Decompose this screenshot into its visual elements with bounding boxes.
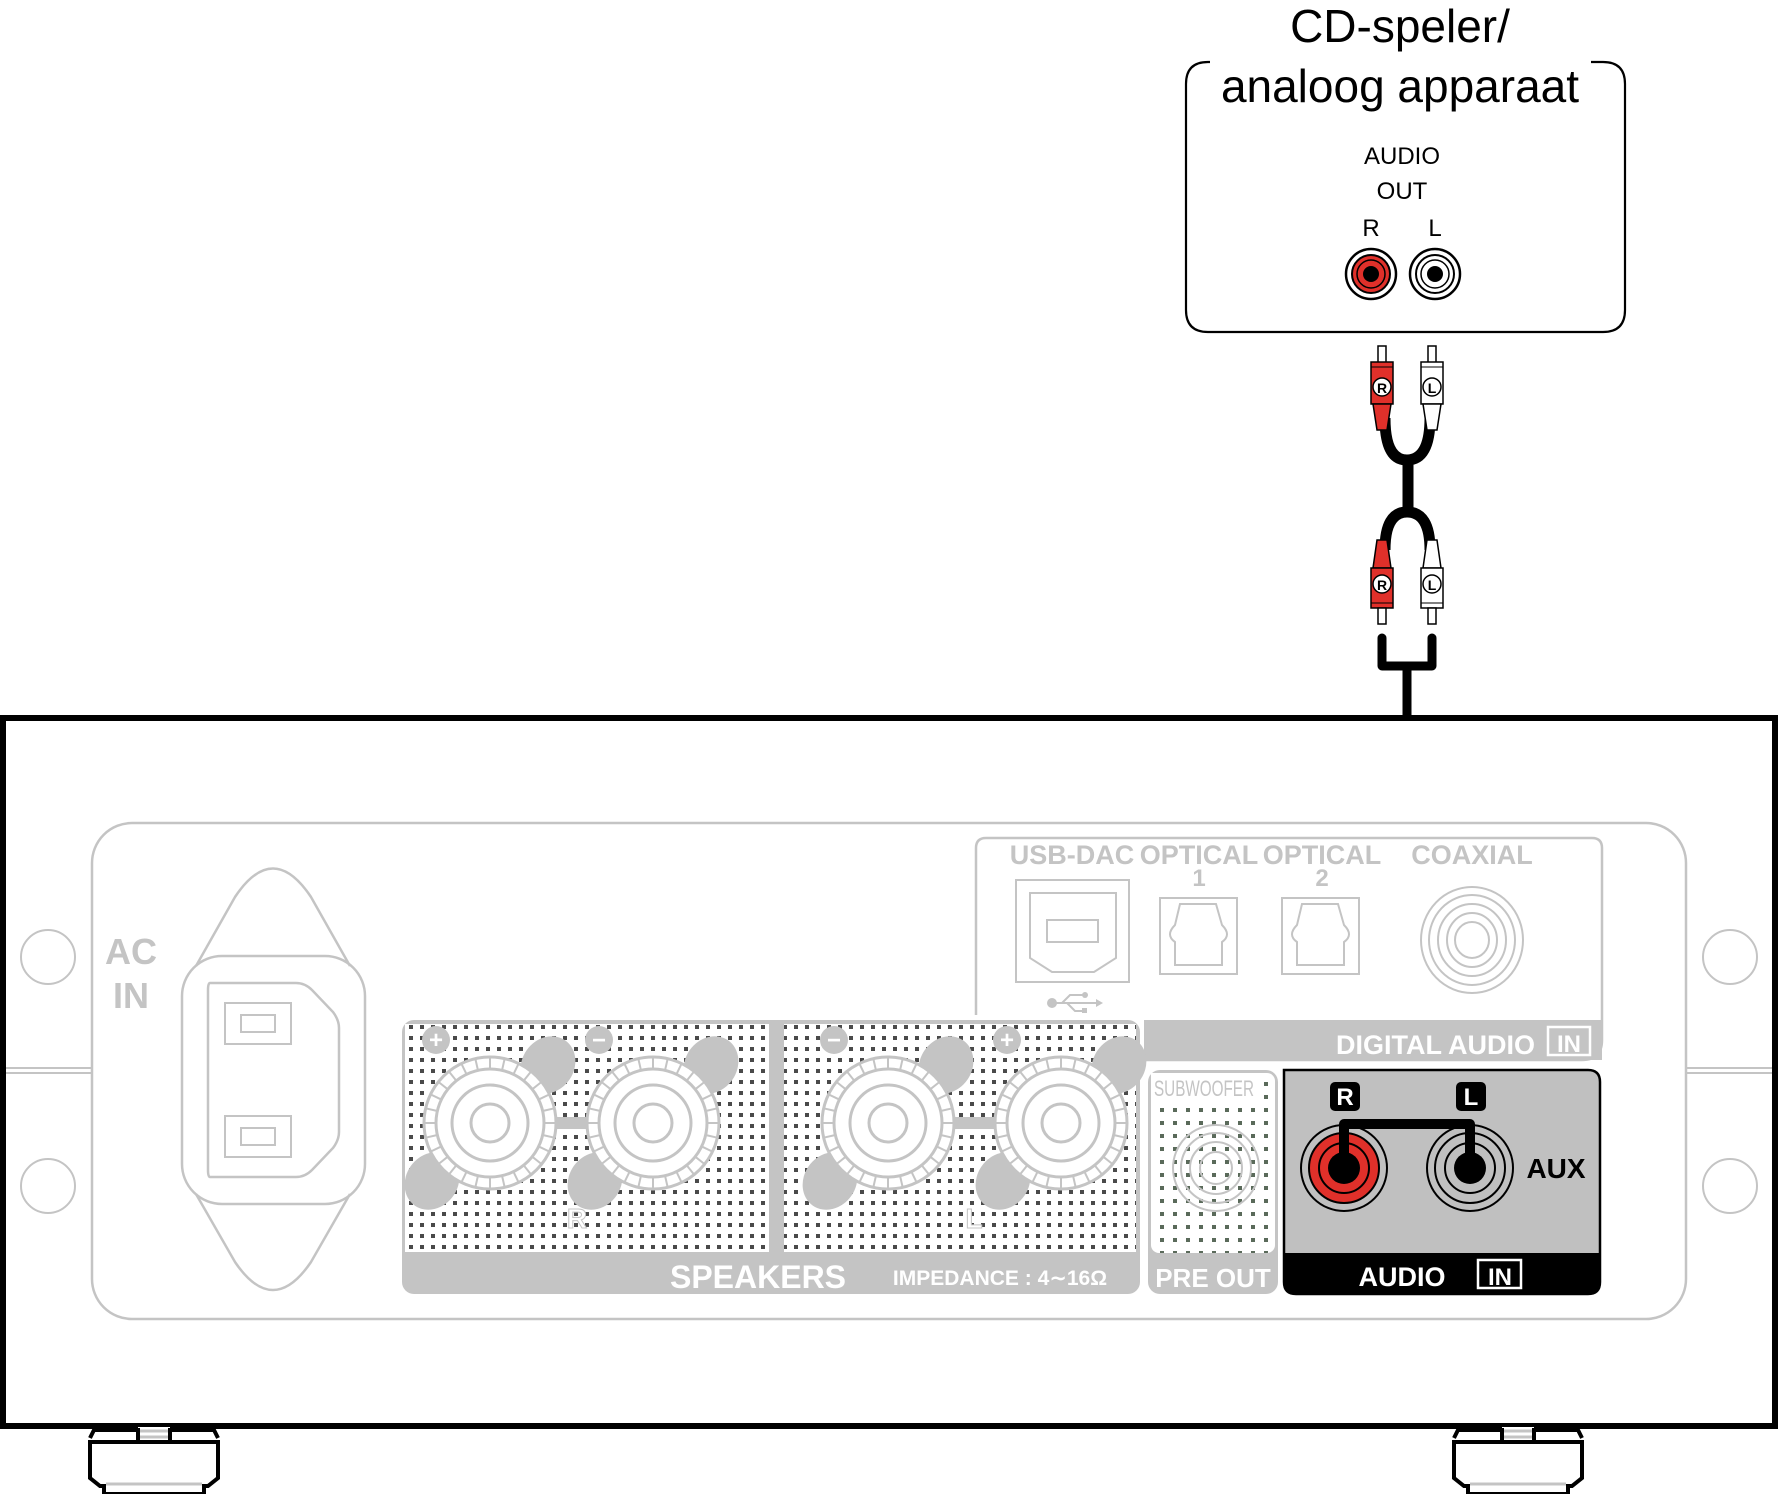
optical2-port[interactable] (1281, 897, 1360, 975)
cable-amp-bracket (1377, 633, 1437, 671)
usb-dac-label: USB-DAC (1010, 840, 1135, 870)
optical1-port[interactable] (1159, 897, 1238, 975)
plus-icon (422, 1026, 450, 1054)
audio-in-label: AUDIO (1359, 1262, 1446, 1292)
polarity-label: − (827, 1027, 841, 1054)
ac-in-label-line2: IN (113, 975, 149, 1016)
cable-bottom-plug-l-label: L (1428, 577, 1437, 593)
usb-dac-port[interactable] (1015, 879, 1130, 1013)
terminal-bridge (948, 1117, 1001, 1129)
speaker-r-positive-terminal[interactable]: + (393, 1026, 586, 1221)
aux-r-badge-label: R (1336, 1084, 1353, 1111)
source-channel-r-label: R (1362, 215, 1379, 242)
amplifier-foot-right (1452, 1427, 1584, 1496)
speakers-label: SPEAKERS (670, 1259, 846, 1295)
source-device-frame (1184, 60, 1627, 334)
digital-audio-section: DIGITAL AUDIO IN USB-DAC OPTICAL 1 OPTIC… (974, 836, 1604, 1062)
cable-bottom-plug-r-label: R (1377, 577, 1387, 593)
optical2-number: 2 (1315, 865, 1328, 892)
plus-icon (993, 1026, 1021, 1054)
polarity-label: − (592, 1027, 606, 1054)
source-title-line2: analoog apparaat (1221, 60, 1579, 112)
coaxial-label: COAXIAL (1411, 840, 1533, 870)
coaxial-port[interactable] (1420, 886, 1524, 994)
minus-icon (585, 1026, 613, 1054)
speaker-l-positive-terminal[interactable]: + (964, 1026, 1157, 1221)
cable-top-plug-l[interactable]: L (1420, 345, 1444, 431)
subwoofer-jack[interactable] (1172, 1124, 1260, 1212)
usb-icon (1047, 992, 1103, 1013)
audio-out-label-line1: AUDIO (1364, 143, 1440, 170)
audio-out-label-line2: OUT (1377, 178, 1428, 205)
cable-bottom-split (1379, 506, 1436, 551)
impedance-label: IMPEDANCE : 4∼16Ω (893, 1267, 1107, 1290)
source-l-output-jack[interactable] (1408, 247, 1462, 301)
polarity-label: + (1000, 1027, 1014, 1054)
ac-inlet[interactable]: AC IN (105, 867, 367, 1292)
inner-panel (90, 821, 1688, 1321)
optical1-label: OPTICAL (1140, 840, 1259, 870)
digital-in-badge (1546, 1025, 1592, 1057)
source-r-output-jack[interactable] (1344, 247, 1398, 301)
optical1-number: 1 (1192, 865, 1205, 892)
speaker-r-negative-terminal[interactable]: − (556, 1026, 749, 1221)
cable-fork-into-aux (1339, 1119, 1475, 1168)
speaker-r-label: R (567, 1203, 587, 1234)
audio-in-badge (1476, 1258, 1523, 1290)
source-device: CD-speler/ analoog apparaat AUDIO OUT R … (1184, 0, 1627, 334)
minus-icon (820, 1026, 848, 1054)
source-title-line1: CD-speler/ (1290, 0, 1510, 52)
amplifier-foot-left (88, 1427, 220, 1496)
cable-bottom-plug-l[interactable]: L (1420, 539, 1444, 625)
cable-bottom-plug-r[interactable]: R (1370, 539, 1394, 625)
digital-audio-label: DIGITAL AUDIO (1336, 1030, 1535, 1060)
cable-top-plug-r[interactable]: R (1370, 345, 1394, 431)
screw-icon (1702, 1158, 1758, 1214)
optical2-label: OPTICAL (1263, 840, 1382, 870)
amplifier-rear-panel: AC IN DIGITAL AUDIO IN USB-DAC OPTICAL 1… (0, 715, 1778, 1496)
pre-out-section: SUBWOOFER PRE OUT (1148, 1070, 1278, 1294)
ac-in-label-line1: AC (105, 931, 157, 972)
cable-top-plug-l-label: L (1428, 380, 1437, 396)
aux-l-badge-label: L (1464, 1084, 1479, 1111)
polarity-label: + (429, 1027, 443, 1054)
subwoofer-label: SUBWOOFER (1154, 1076, 1254, 1101)
pre-out-label: PRE OUT (1155, 1263, 1271, 1293)
cable-top-plug-r-label: R (1377, 380, 1387, 396)
audio-in-badge-label: IN (1488, 1264, 1512, 1291)
source-channel-l-label: L (1428, 215, 1441, 242)
speaker-l-label: L (965, 1203, 982, 1234)
screw-icon (1702, 929, 1758, 985)
aux-l-badge (1456, 1082, 1486, 1111)
aux-label: AUX (1526, 1153, 1585, 1184)
audio-in-section: AUDIO IN R L AUX (1282, 1068, 1602, 1296)
aux-r-badge (1330, 1082, 1360, 1111)
screw-icon (20, 1158, 76, 1214)
speaker-l-negative-terminal[interactable]: − (791, 1026, 984, 1221)
screw-icon (20, 929, 76, 985)
cable-top-split (1379, 417, 1436, 466)
digital-in-badge-label: IN (1557, 1031, 1581, 1058)
terminal-bridge (550, 1117, 593, 1129)
